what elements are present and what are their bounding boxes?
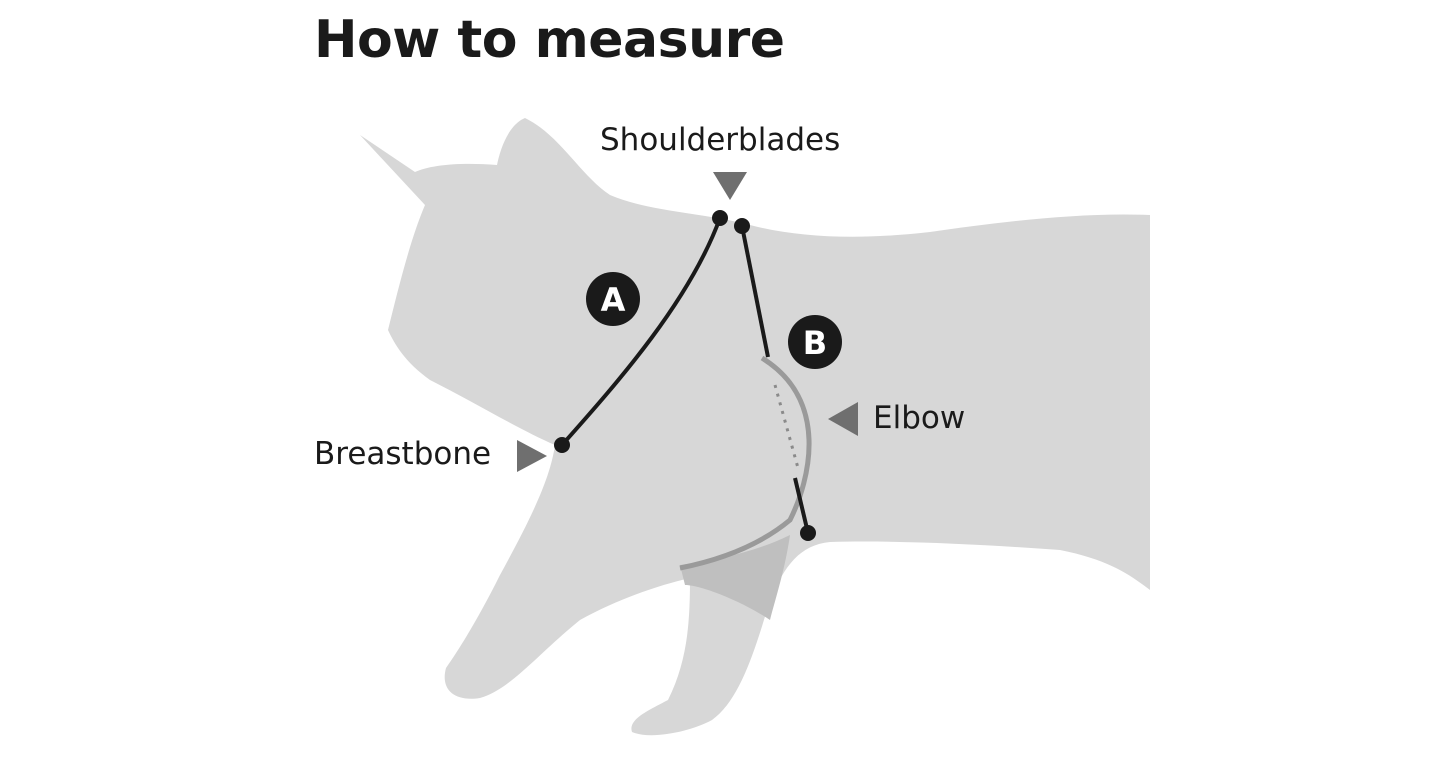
cat-silhouette — [360, 118, 1150, 736]
measure-line-a — [560, 217, 722, 447]
point-breastbone — [554, 437, 570, 453]
measure-line-b-bottom — [793, 477, 810, 534]
leg-shade — [680, 535, 790, 620]
label-elbow: Elbow — [873, 400, 966, 436]
marker-b-badge — [788, 315, 842, 369]
label-breastbone: Breastbone — [314, 436, 492, 472]
marker-a: A — [601, 281, 626, 319]
point-elbow-end — [800, 525, 816, 541]
point-shoulder-a — [712, 210, 728, 226]
harness-curve — [679, 355, 812, 571]
page-title: How to measure — [314, 10, 785, 70]
measure-line-b-top — [740, 225, 770, 358]
marker-a-badge — [586, 272, 640, 326]
arrow-elbow-icon — [828, 402, 858, 436]
marker-b: B — [803, 324, 827, 362]
label-shoulderblades: Shoulderblades — [600, 122, 841, 158]
arrow-breastbone-icon — [517, 440, 547, 472]
arrow-shoulderblades-icon — [713, 172, 747, 200]
point-shoulder-b — [734, 218, 750, 234]
